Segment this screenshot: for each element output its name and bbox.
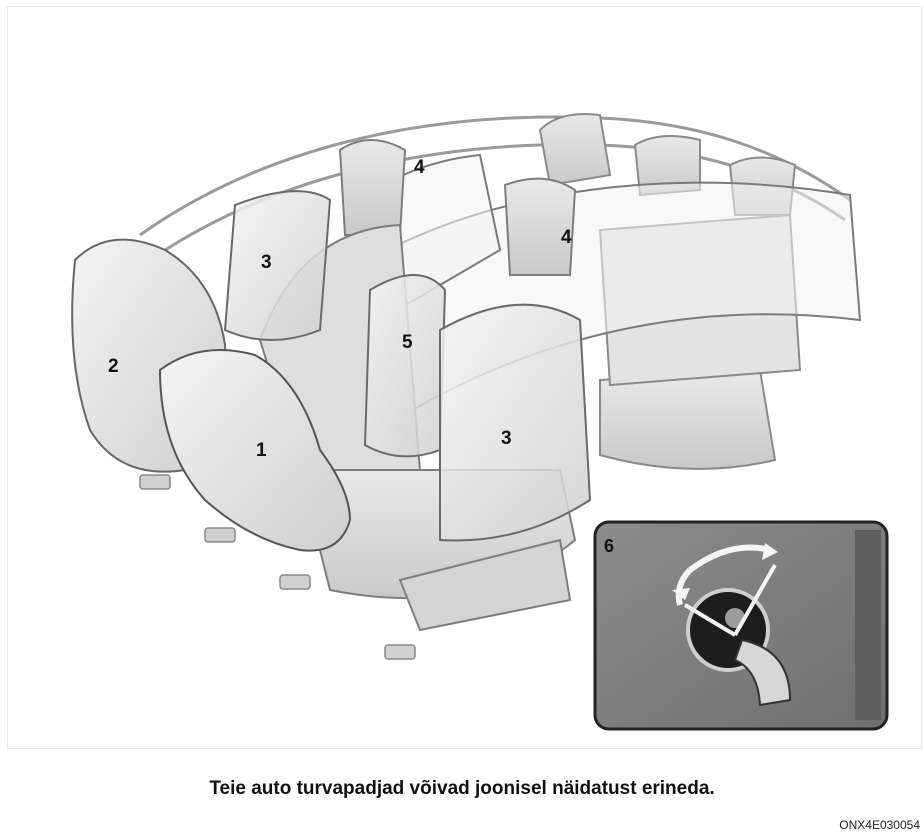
callout-1: 1 [256,440,267,461]
caption: Teie auto turvapadjad võivad joonisel nä… [0,778,924,800]
airbag-illustration: 1 2 3 3 4 4 5 6 [0,0,924,760]
inset-panel [595,522,887,729]
callout-3-far: 3 [261,252,272,273]
image-code: ONX4E030054 [839,818,920,832]
callout-6: 6 [604,536,614,556]
callout-4-front: 4 [561,227,572,248]
callout-4-rear: 4 [414,157,425,178]
callout-5: 5 [402,332,413,353]
callout-3-near: 3 [501,428,512,449]
callout-2: 2 [108,356,119,377]
